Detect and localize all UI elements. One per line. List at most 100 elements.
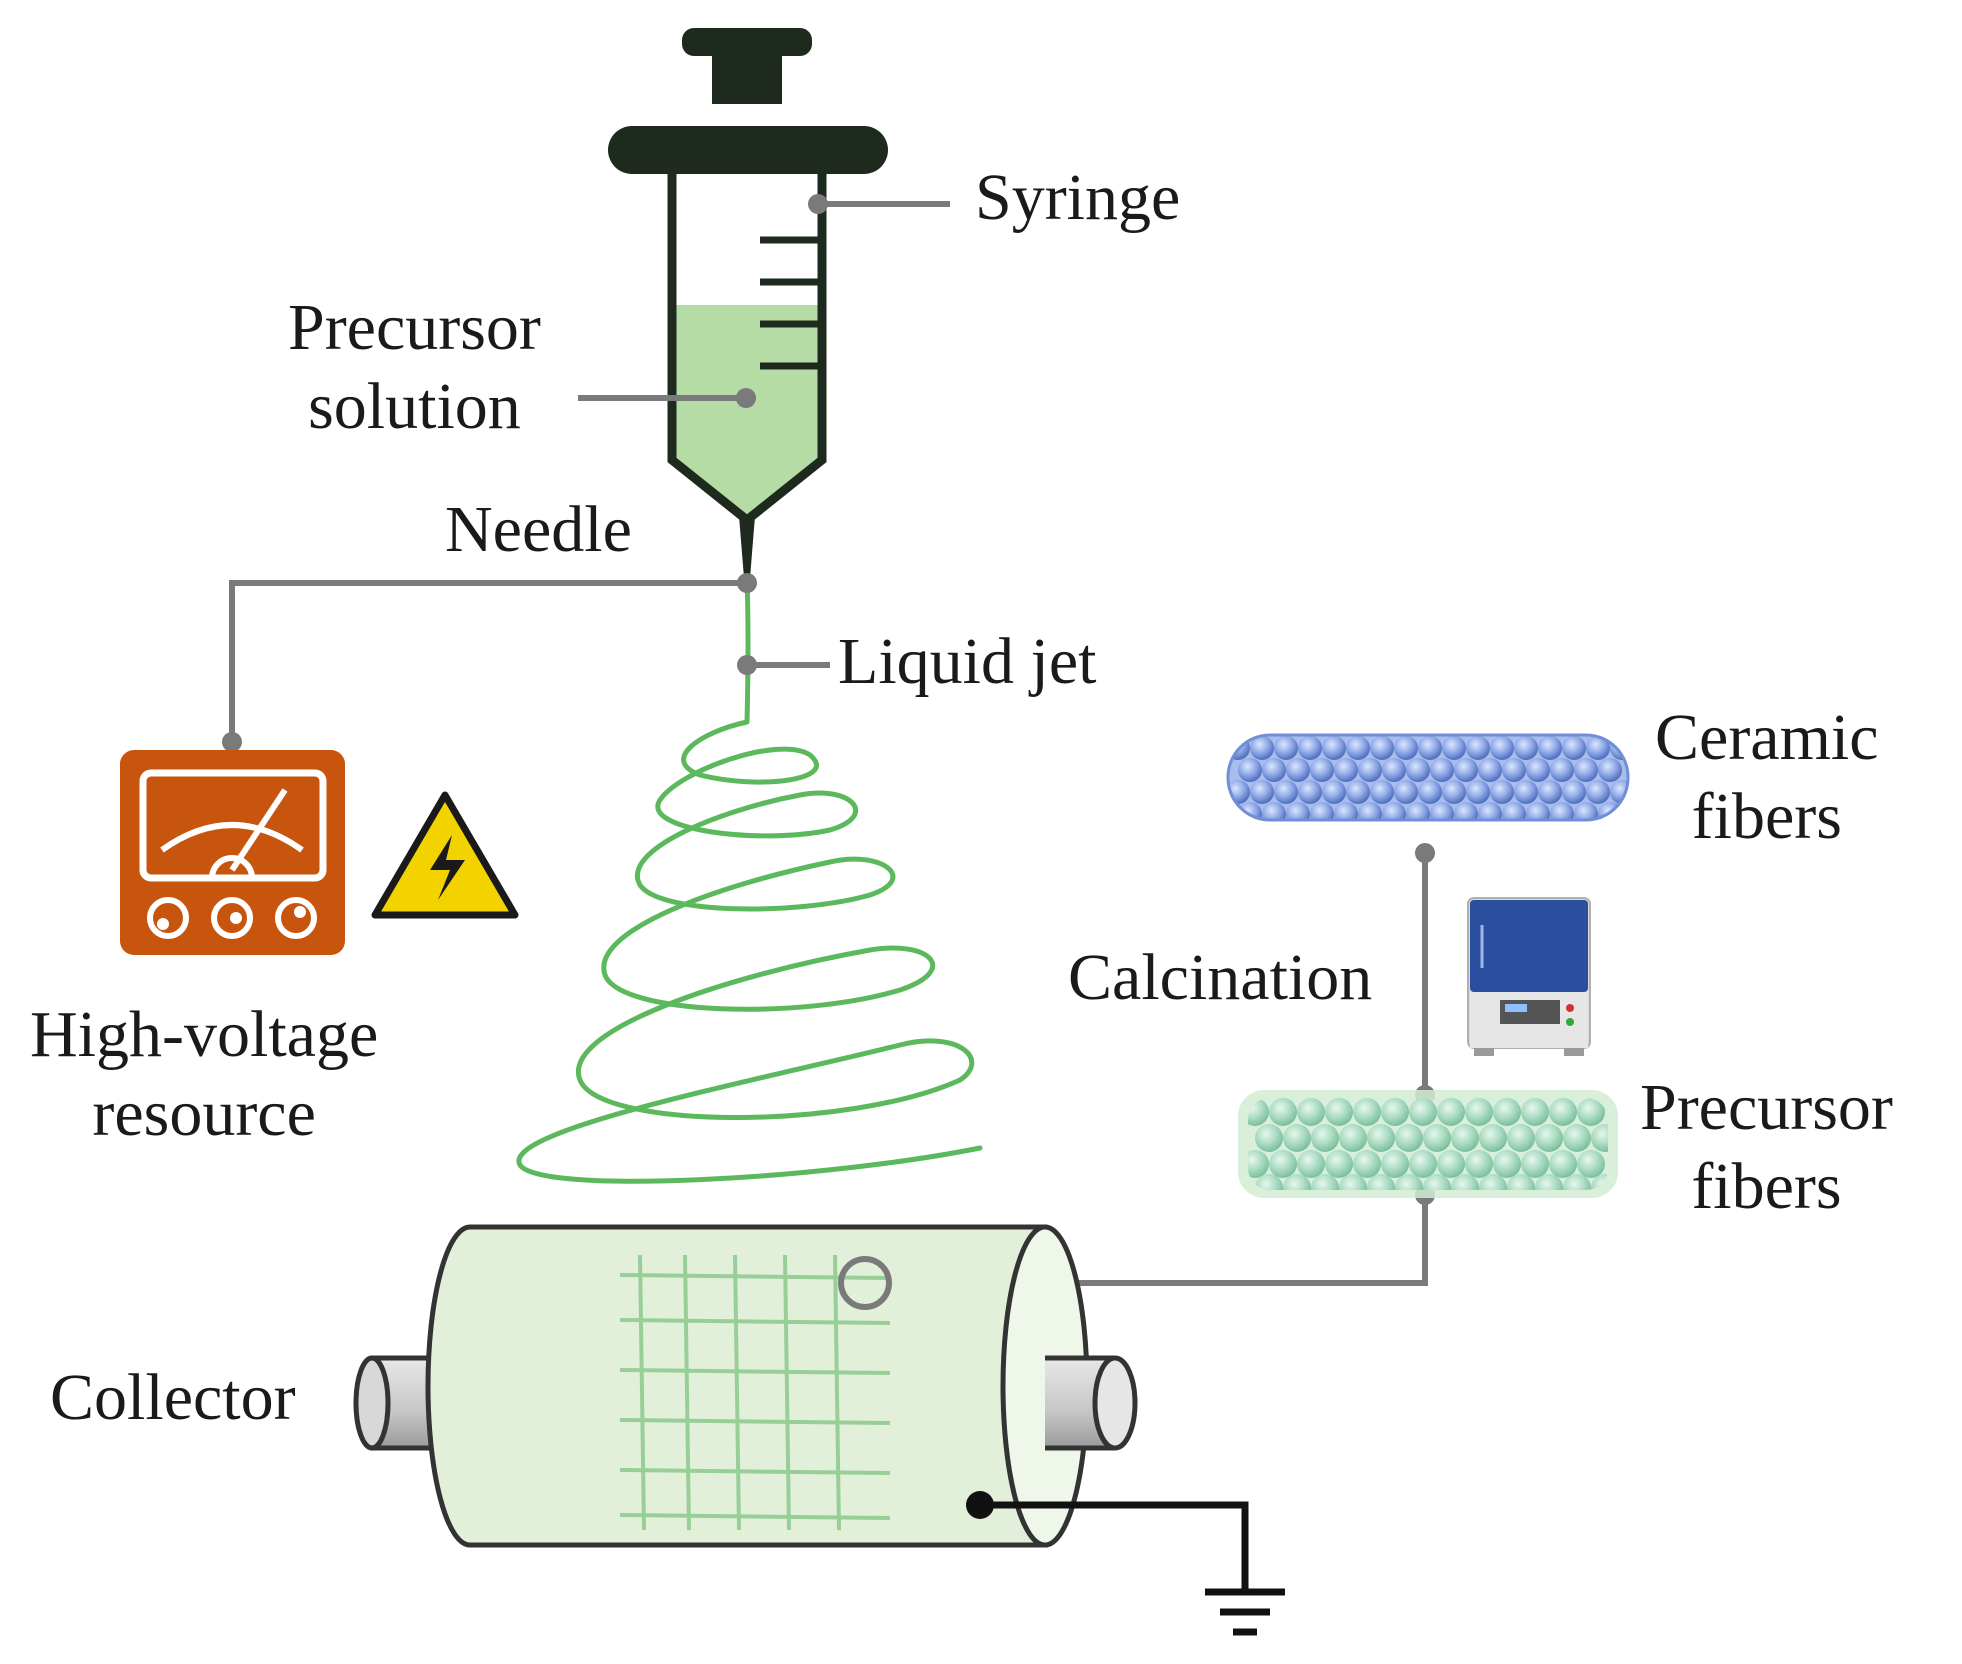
precursor-bead bbox=[1507, 1174, 1535, 1190]
label-precursor-fibers: Precursor fibers bbox=[1640, 1068, 1893, 1226]
liquid-jet bbox=[744, 577, 751, 723]
precursor-bead bbox=[1255, 1124, 1283, 1152]
ceramic-bead bbox=[1538, 736, 1562, 760]
ceramic-bead bbox=[1586, 736, 1610, 760]
precursor-bead bbox=[1493, 1098, 1521, 1126]
mesh-fiber bbox=[619, 1513, 891, 1520]
jet-spiral bbox=[516, 719, 983, 1184]
ceramic-bead bbox=[1490, 736, 1514, 760]
ceramic-bead bbox=[1442, 736, 1466, 760]
precursor-bead bbox=[1451, 1124, 1479, 1152]
ceramic-bead bbox=[1430, 802, 1454, 820]
ceramic-bead bbox=[1406, 758, 1430, 782]
ceramic-bead bbox=[1274, 780, 1298, 804]
label-high-voltage-line2: resource bbox=[92, 1077, 316, 1151]
precursor-bead bbox=[1479, 1174, 1507, 1190]
ceramic-bead bbox=[1286, 802, 1310, 820]
label-ceramic-fibers: Ceramic fibers bbox=[1655, 698, 1879, 856]
precursor-bead bbox=[1465, 1098, 1493, 1126]
mesh-fiber bbox=[683, 1254, 691, 1531]
precursor-bead bbox=[1353, 1098, 1381, 1126]
ceramic-bead bbox=[1334, 802, 1358, 820]
syringe-flange bbox=[608, 126, 888, 174]
precursor-bead bbox=[1493, 1150, 1521, 1178]
precursor-bead bbox=[1297, 1150, 1325, 1178]
ceramic-fibers-icon bbox=[1226, 733, 1630, 822]
ceramic-bead bbox=[1298, 780, 1322, 804]
label-needle: Needle bbox=[445, 493, 632, 566]
ceramic-bead bbox=[1406, 802, 1430, 820]
mesh-fiber bbox=[783, 1254, 791, 1531]
precursor-bead bbox=[1297, 1098, 1325, 1126]
precursor-bead bbox=[1381, 1150, 1409, 1178]
ground-icon bbox=[966, 1491, 1285, 1636]
label-calcination: Calcination bbox=[1068, 941, 1373, 1014]
label-syringe: Syringe bbox=[975, 161, 1181, 234]
precursor-bead bbox=[1549, 1150, 1577, 1178]
label-liquid-jet: Liquid jet bbox=[838, 625, 1097, 698]
mesh-fiber bbox=[619, 1468, 891, 1475]
precursor-bead bbox=[1311, 1174, 1339, 1190]
ceramic-bead bbox=[1466, 736, 1490, 760]
label-precursor-solution: Precursor solution bbox=[288, 288, 541, 446]
precursor-bead bbox=[1577, 1150, 1605, 1178]
label-ceramic-fibers-line1: Ceramic bbox=[1655, 701, 1879, 774]
ceramic-bead bbox=[1550, 802, 1574, 820]
ceramic-bead bbox=[1334, 758, 1358, 782]
precursor-solution-fill bbox=[672, 305, 822, 520]
ceramic-bead bbox=[1370, 736, 1394, 760]
ceramic-bead bbox=[1574, 758, 1598, 782]
precursor-bead bbox=[1353, 1150, 1381, 1178]
furnace-icon bbox=[1467, 897, 1591, 1056]
ceramic-bead bbox=[1526, 802, 1550, 820]
ceramic-bead bbox=[1418, 736, 1442, 760]
label-precursor-fibers-line2: fibers bbox=[1691, 1150, 1842, 1224]
ceramic-bead bbox=[1358, 758, 1382, 782]
label-precursor-solution-line2: solution bbox=[308, 370, 521, 444]
ceramic-bead bbox=[1370, 780, 1394, 804]
precursor-bead bbox=[1563, 1174, 1591, 1190]
ceramic-bead bbox=[1310, 758, 1334, 782]
precursor-bead bbox=[1255, 1174, 1283, 1190]
ceramic-bead bbox=[1262, 758, 1286, 782]
ceramic-bead bbox=[1454, 758, 1478, 782]
precursor-bead bbox=[1535, 1174, 1563, 1190]
precursor-bead bbox=[1325, 1098, 1353, 1126]
high-voltage-meter-icon bbox=[120, 750, 345, 955]
precursor-fibers-icon bbox=[1238, 1090, 1618, 1198]
precursor-bead bbox=[1248, 1150, 1269, 1178]
ceramic-bead bbox=[1514, 736, 1538, 760]
ceramic-bead bbox=[1238, 758, 1262, 782]
ceramic-bead bbox=[1454, 802, 1478, 820]
mesh-fiber bbox=[638, 1254, 646, 1531]
label-high-voltage-line1: High-voltage bbox=[30, 998, 379, 1071]
precursor-bead bbox=[1437, 1150, 1465, 1178]
label-precursor-solution-line1: Precursor bbox=[288, 291, 541, 364]
precursor-bead bbox=[1311, 1124, 1339, 1152]
ceramic-bead bbox=[1274, 736, 1298, 760]
ceramic-bead bbox=[1550, 758, 1574, 782]
ceramic-bead bbox=[1466, 780, 1490, 804]
syringe-plunger-top bbox=[682, 28, 812, 56]
ceramic-bead bbox=[1346, 736, 1370, 760]
warning-high-voltage-icon bbox=[371, 791, 519, 919]
precursor-bead bbox=[1521, 1098, 1549, 1126]
precursor-bead bbox=[1479, 1124, 1507, 1152]
precursor-bead bbox=[1409, 1150, 1437, 1178]
ceramic-bead bbox=[1562, 780, 1586, 804]
syringe-icon bbox=[608, 28, 888, 578]
ceramic-bead bbox=[1490, 780, 1514, 804]
precursor-bead bbox=[1395, 1124, 1423, 1152]
precursor-bead bbox=[1577, 1098, 1605, 1126]
mesh-zoom-circle bbox=[838, 1256, 892, 1310]
fiber-mesh bbox=[619, 1254, 891, 1531]
precursor-bead bbox=[1325, 1150, 1353, 1178]
label-precursor-fibers-line1: Precursor bbox=[1640, 1071, 1893, 1144]
ceramic-bead bbox=[1514, 780, 1538, 804]
ceramic-bead bbox=[1382, 758, 1406, 782]
ceramic-bead bbox=[1298, 736, 1322, 760]
ceramic-bead bbox=[1322, 780, 1346, 804]
ceramic-bead bbox=[1358, 802, 1382, 820]
